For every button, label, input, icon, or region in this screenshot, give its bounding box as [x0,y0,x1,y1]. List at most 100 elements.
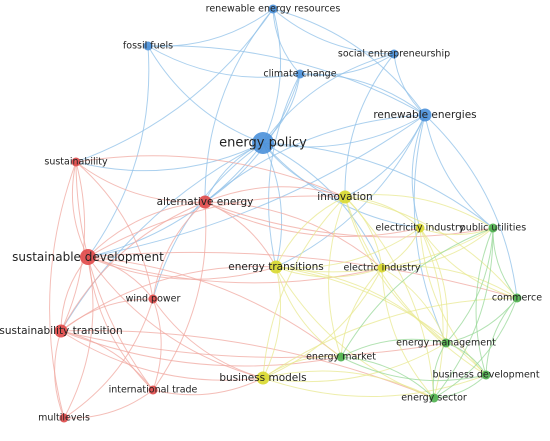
node-sustainability[interactable] [71,157,81,167]
node-renewable-energies[interactable] [418,108,432,122]
edge-fossil-fuels-renewable-energies [147,45,426,116]
edge-energy-management-energy-market [340,338,447,358]
label-electricity-industry: electricity industry [376,223,465,234]
edge-electricity-industry-energy-transitions [275,227,421,269]
node-energy-management[interactable] [441,338,451,348]
node-alternative-energy[interactable] [198,195,212,209]
node-business-models[interactable] [256,371,270,385]
label-sustainable-development: sustainable development [12,250,164,264]
node-renewable-energy-resources[interactable] [268,4,278,14]
node-fossil-fuels[interactable] [143,41,153,51]
edge-public-utilities-energy-management [445,227,494,344]
edge-energy-policy-social-entrepreneurship [262,53,395,144]
edge-sustainability-sustainable-development [71,161,89,258]
edge-wind-power-international-trade [152,298,162,391]
edge-business-models-commerce [262,297,518,379]
label-international-trade: international trade [109,385,198,396]
edge-public-utilities-commerce [492,227,518,299]
label-sustainability-transition: sustainability transition [0,325,123,337]
edge-electric-industry-public-utilities [381,227,494,269]
edge-business-models-energy-sector [262,370,435,399]
label-business-models: business models [219,372,306,384]
edge-innovation-business-models [262,196,346,379]
node-business-development[interactable] [481,370,491,380]
edge-electric-industry-commerce [381,265,518,299]
node-electric-industry[interactable] [377,263,387,273]
network-edges [49,8,518,419]
edge-wind-power-business-models [152,298,264,379]
node-commerce[interactable] [512,293,522,303]
edge-commerce-business-development [485,297,518,376]
edge-alternative-energy-sustainability-transition [60,201,206,332]
edge-energy-management-energy-sector [432,342,447,399]
edge-international-trade-multilevels [63,389,154,419]
edge-sustainability-transition-energy-transitions [60,266,277,332]
edge-sustainable-development-business-models [87,256,264,379]
edge-renewable-energies-electricity-industry [411,114,426,229]
node-innovation[interactable] [338,190,352,204]
node-energy-policy[interactable] [252,132,274,154]
edge-public-utilities-business-development [475,227,494,376]
node-social-entrepreneurship[interactable] [389,49,399,59]
label-energy-management: energy management [396,338,496,349]
node-sustainable-development[interactable] [80,249,96,265]
edge-renewable-energies-commerce [424,114,518,299]
edge-energy-policy-fossil-fuels [147,45,264,144]
label-sustainability: sustainability [44,157,108,168]
edge-energy-policy-sustainability-transition [60,142,264,332]
node-sustainability-transition[interactable] [54,324,68,338]
edge-social-entrepreneurship-renewable-energies [393,53,426,116]
node-multilevels[interactable] [59,413,69,423]
edge-sustainability-international-trade [75,161,154,391]
label-energy-market: energy market [306,352,376,363]
edge-electric-industry-energy-management [381,267,447,344]
edge-innovation-electricity-industry [344,196,421,229]
edge-energy-policy-electricity-industry [262,142,421,229]
edge-sustainability-sustainability-transition [60,161,86,332]
label-electric-industry: electric industry [344,263,421,274]
node-climate-change[interactable] [295,69,305,79]
edge-energy-market-business-development [340,356,487,382]
edge-energy-policy-energy-transitions [262,142,283,268]
label-energy-transitions: energy transitions [228,261,323,273]
edge-alternative-energy-energy-transitions [204,201,277,268]
label-wind-power: wind power [126,294,181,305]
edge-energy-policy-alternative-energy [204,142,264,203]
label-climate-change: climate change [263,69,336,80]
edge-renewable-energy-resources-fossil-fuels [147,8,274,47]
edge-sustainability-transition-energy-management [60,330,447,358]
edge-commerce-energy-sector [433,297,518,399]
edge-renewable-energy-resources-renewable-energies [272,8,426,116]
edge-alternative-energy-electricity-industry [204,201,421,238]
edge-fossil-fuels-sustainable-development [87,45,150,258]
edge-fossil-fuels-climate-change [147,45,301,78]
label-business-development: business development [432,370,539,381]
edge-alternative-energy-wind-power [152,201,206,300]
edge-electric-industry-energy-sector [381,267,435,399]
edge-sustainable-development-alternative-energy [87,201,206,258]
edge-sustainability-transition-business-models [60,330,264,381]
node-energy-transitions[interactable] [269,260,283,274]
edge-business-development-energy-sector [433,374,487,399]
edge-energy-transitions-energy-sector [275,266,435,399]
node-electricity-industry[interactable] [415,223,425,233]
edge-electricity-industry-energy-sector [419,227,444,399]
edge-energy-transitions-energy-management [275,266,447,344]
edge-energy-policy-electric-industry [262,142,383,269]
edge-alternative-energy-electric-industry [204,201,383,269]
node-energy-market[interactable] [336,352,346,362]
edge-sustainability-innovation [75,155,346,198]
label-fossil-fuels: fossil fuels [123,41,173,52]
edge-renewable-energies-sustainable-development [87,114,426,258]
edge-electricity-industry-commerce [419,227,518,299]
label-public-utilities: public utilities [460,223,526,234]
edge-alternative-energy-public-utilities [204,201,494,238]
edge-wind-power-multilevels [63,298,154,419]
node-public-utilities[interactable] [488,223,498,233]
node-energy-sector[interactable] [429,393,439,403]
node-wind-power[interactable] [148,294,158,304]
node-international-trade[interactable] [148,385,158,395]
edge-business-models-business-development [262,374,487,397]
